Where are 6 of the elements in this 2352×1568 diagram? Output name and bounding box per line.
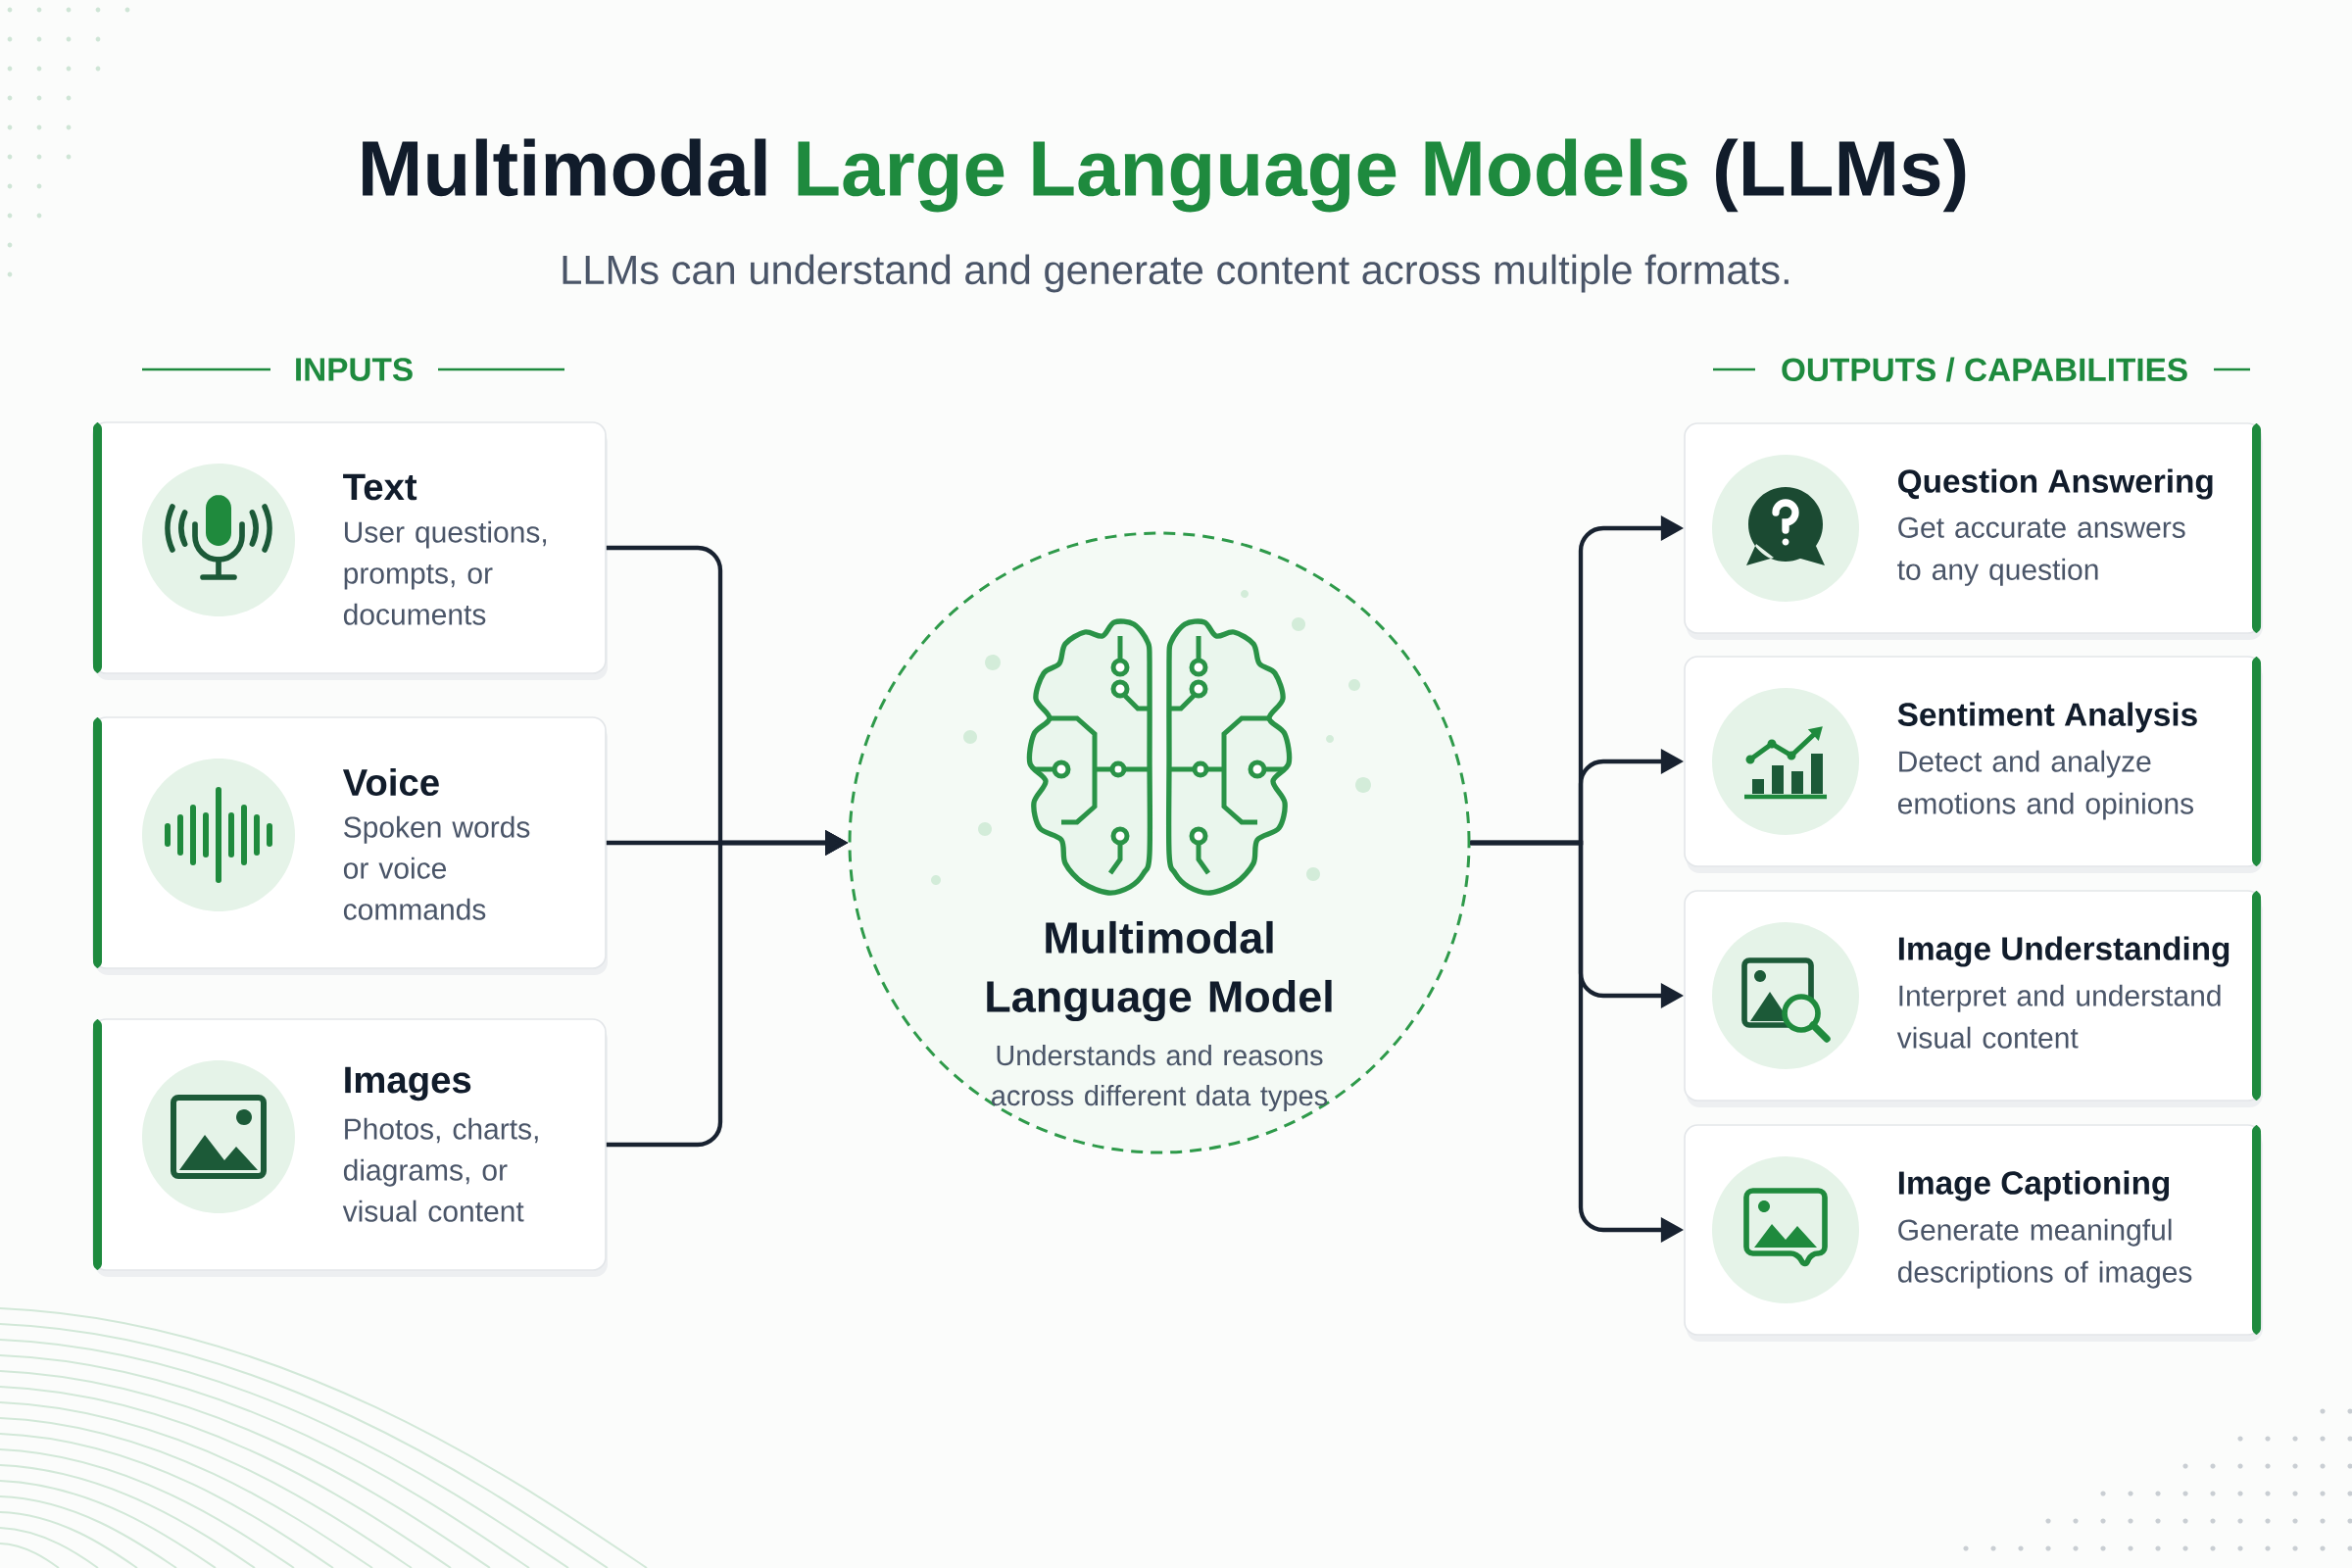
model-description: Understands and reasons across different data types [992, 1045, 1328, 1111]
section-heading: INPUTS [296, 358, 413, 381]
subtitle: LLMs can understand and generate content across multiple formats. [563, 254, 1788, 293]
section-heading: OUTPUTS / CAPABILITIES [1782, 357, 2187, 382]
model-title: Multimodal Language Model [987, 920, 1332, 1022]
title: Multimodal Large Language Models (LLMs) [363, 138, 1966, 213]
